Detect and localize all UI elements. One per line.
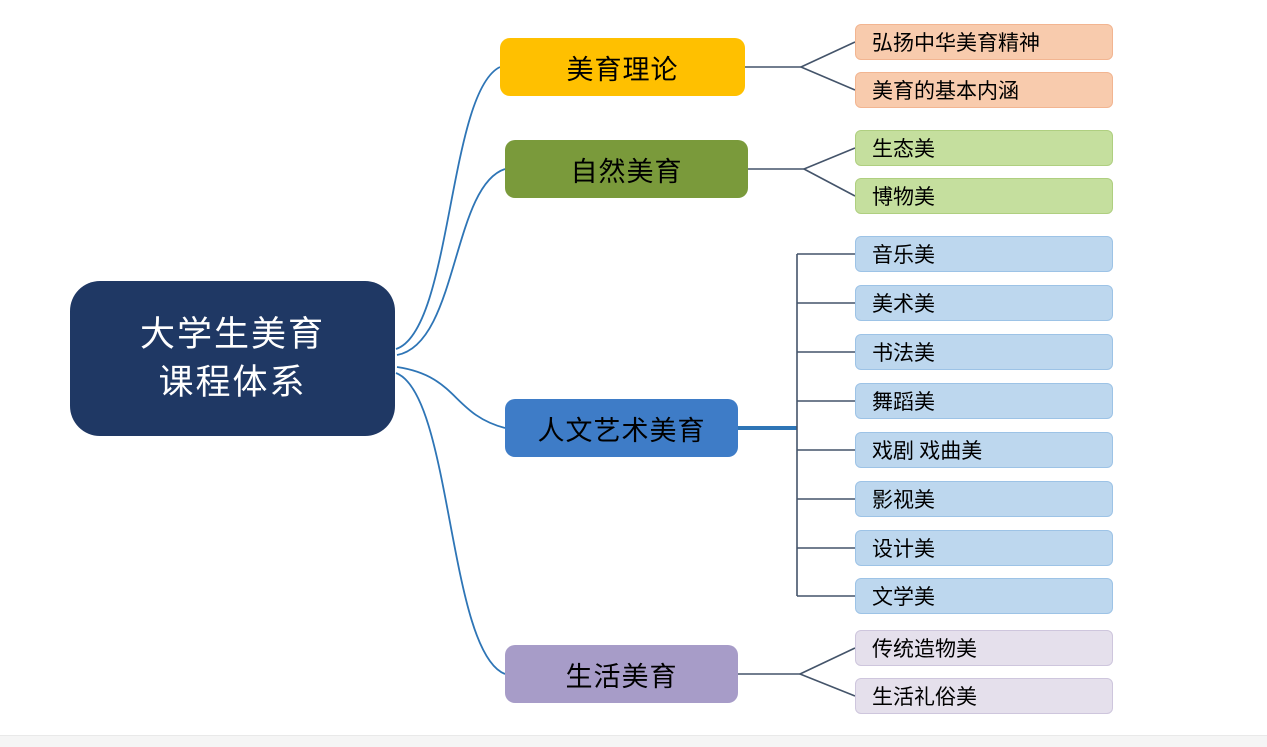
leaf-node: 舞蹈美 [855,383,1113,419]
leaf-node: 文学美 [855,578,1113,614]
leaf-node: 传统造物美 [855,630,1113,666]
leaf-node: 美术美 [855,285,1113,321]
branch0-leaf-connectors [745,41,856,91]
branch-node-nature: 自然美育 [505,140,748,198]
connector-root-branch0 [395,66,501,350]
root-node-label: 大学生美育 课程体系 [140,311,325,406]
leaf-node: 弘扬中华美育精神 [855,24,1113,60]
leaf-node: 戏剧 戏曲美 [855,432,1113,468]
leaf-node: 生态美 [855,130,1113,166]
root-label-line1: 大学生美育 [139,315,325,355]
branch2-leaf-connectors [738,253,855,597]
leaf-node: 影视美 [855,481,1113,517]
root-branch-connectors [395,66,506,675]
branch-node-humanities-arts: 人文艺术美育 [505,399,738,457]
connector-root-branch3 [395,372,506,675]
branch-node-theory: 美育理论 [500,38,745,96]
page-bottom-edge [0,735,1267,747]
leaf-node: 书法美 [855,334,1113,370]
leaf-node: 音乐美 [855,236,1113,272]
branch-node-life: 生活美育 [505,645,738,703]
root-node: 大学生美育 课程体系 [70,281,395,436]
leaf-node: 博物美 [855,178,1113,214]
branch3-leaf-connectors [738,647,856,697]
leaf-node: 设计美 [855,530,1113,566]
leaf-node: 生活礼俗美 [855,678,1113,714]
root-label-line2: 课程体系 [158,362,307,402]
connector-root-branch1 [396,168,506,356]
branch1-leaf-connectors [748,147,856,197]
connector-root-branch2 [396,366,506,429]
leaf-node: 美育的基本内涵 [855,72,1113,108]
